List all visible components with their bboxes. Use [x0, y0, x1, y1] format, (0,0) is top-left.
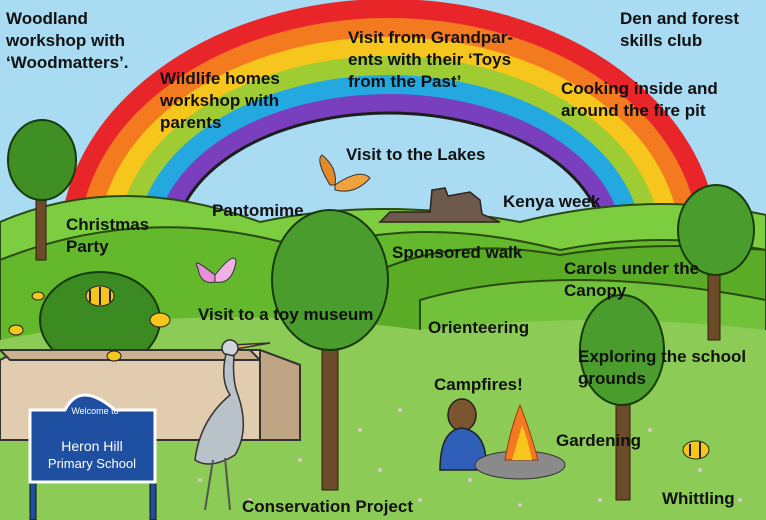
heron — [194, 339, 271, 511]
tree-right — [677, 184, 755, 341]
label-conservation: Conservation Project — [242, 497, 413, 516]
label-lakes: Visit to the Lakes — [346, 145, 486, 164]
label-pantomime: Pantomime — [212, 201, 304, 220]
label-exploring: Exploring the school grounds — [578, 347, 747, 388]
label-orienteering: Orienteering — [428, 318, 530, 337]
castle-ruin — [378, 187, 501, 223]
label-toy-museum: Visit to a toy museum — [198, 305, 374, 324]
tree-centre — [271, 209, 389, 491]
rainbow — [60, 0, 718, 246]
butterfly-pink — [195, 257, 237, 283]
label-cooking: Cooking inside and around the fire pit — [561, 79, 718, 120]
label-kenya: Kenya week — [503, 192, 601, 211]
label-gardening: Gardening — [556, 431, 642, 450]
butterfly-orange — [319, 154, 371, 192]
label-carols: Carols under the Canopy — [564, 259, 700, 300]
sign-school-name: Heron Hill — [61, 438, 123, 454]
campfire — [474, 403, 566, 480]
label-christmas: Christmas Party — [66, 215, 150, 256]
sign-welcome: Welcome to — [71, 406, 119, 416]
tree-left — [7, 119, 77, 261]
sign-school-type: Primary School — [47, 456, 137, 471]
tree-front-right — [579, 294, 665, 501]
school-sign — [28, 393, 157, 520]
label-woodland: Woodland workshop with ‘Woodmatters’. — [6, 9, 129, 72]
bee-group — [8, 285, 710, 460]
label-campfires: Campfires! — [434, 375, 523, 394]
label-grandparents: Visit from Grandpar- ents with their ‘To… — [348, 28, 513, 91]
label-den: Den and forest skills club — [620, 9, 740, 50]
label-whittling: Whittling — [662, 489, 735, 508]
label-sponsored: Sponsored walk — [392, 243, 523, 262]
label-wildlife: Wildlife homes workshop with parents — [160, 69, 280, 132]
